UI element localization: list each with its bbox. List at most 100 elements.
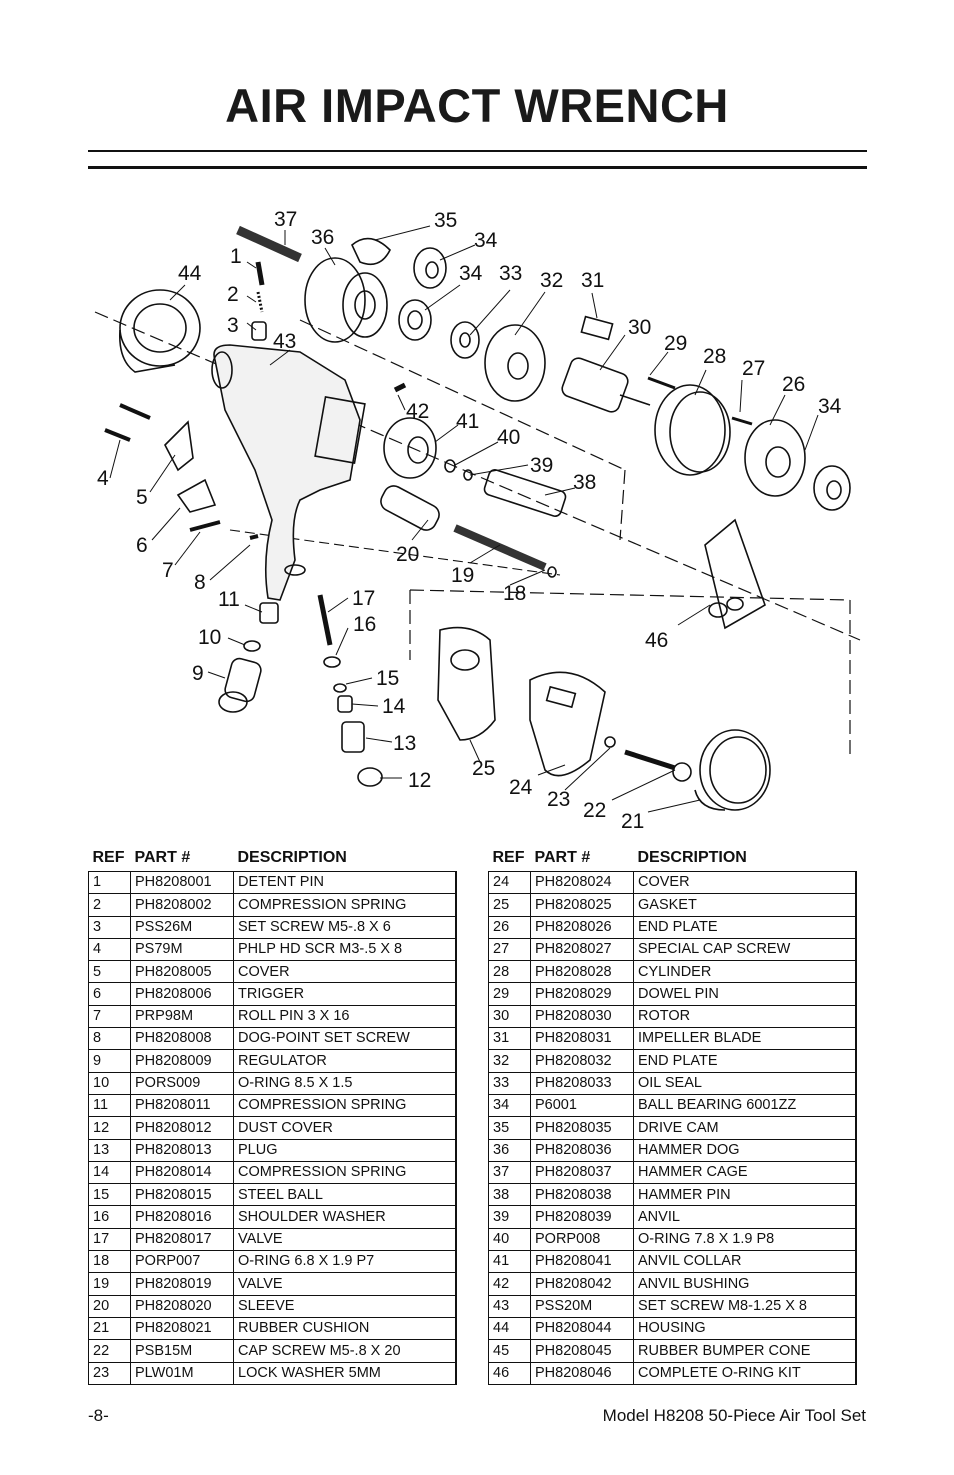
part-number-column-header: PART # — [134, 849, 191, 866]
part-number-cell: PH8208036 — [530, 1138, 634, 1162]
callout-42: 41 — [456, 410, 479, 433]
description-cell: RUBBER CUSHION — [233, 1316, 457, 1341]
callout-33: 33 — [499, 262, 522, 285]
ref-cell: 3 — [88, 915, 131, 939]
ref-cell: 29 — [488, 982, 531, 1006]
part-number-cell: PH8208012 — [130, 1116, 234, 1140]
ref-cell: 9 — [88, 1049, 131, 1073]
description-cell: VALVE — [233, 1227, 457, 1252]
table-header-row: REF PART # DESCRIPTION — [89, 845, 457, 872]
part-number-cell: PH8208009 — [130, 1049, 234, 1073]
ref-cell: 28 — [488, 960, 531, 984]
callout-19: 19 — [451, 564, 474, 587]
ref-cell: 8 — [88, 1027, 131, 1051]
description-cell: HAMMER DOG — [633, 1138, 857, 1162]
ref-cell: 15 — [88, 1183, 131, 1207]
description-cell: ROTOR — [633, 1004, 857, 1029]
part-number-cell: PH8208006 — [130, 982, 234, 1006]
part-number-cell: PH8208017 — [130, 1227, 234, 1252]
callout-24: 24 — [509, 776, 533, 799]
ref-cell: 25 — [488, 893, 531, 917]
ref-cell: 10 — [88, 1071, 131, 1095]
part-number-cell: PH8208045 — [530, 1339, 634, 1363]
callout-46: 46 — [645, 629, 668, 652]
part-number-cell: PORS009 — [130, 1071, 234, 1095]
callout-14: 14 — [382, 695, 406, 718]
ref-cell: 38 — [488, 1183, 531, 1207]
description-cell: COMPRESSION SPRING — [233, 1160, 457, 1185]
part-number-column-header: PART # — [534, 849, 591, 866]
callout-20: 20 — [396, 543, 419, 566]
description-cell: COMPRESSION SPRING — [233, 1093, 457, 1118]
title-rule-top — [88, 150, 867, 152]
part-number-cell: PH8208002 — [130, 893, 234, 917]
ref-cell: 5 — [88, 960, 131, 984]
ref-cell: 32 — [488, 1049, 531, 1073]
ref-cell: 44 — [488, 1316, 531, 1341]
ref-cell: 21 — [88, 1316, 131, 1341]
description-cell: O-RING 6.8 X 1.9 P7 — [233, 1250, 457, 1274]
callout-13: 13 — [393, 732, 416, 755]
description-cell: PLUG — [233, 1138, 457, 1162]
part-number-cell: PH8208005 — [130, 960, 234, 984]
description-cell: DRIVE CAM — [633, 1116, 857, 1140]
part-number-cell: PH8208029 — [530, 982, 634, 1006]
callout-25: 25 — [472, 757, 495, 780]
part-number-cell: PH8208038 — [530, 1183, 634, 1207]
description-cell: ROLL PIN 3 X 16 — [233, 1004, 457, 1029]
callout-29: 29 — [664, 332, 687, 355]
ref-cell: 45 — [488, 1339, 531, 1363]
housing-part — [211, 344, 366, 601]
ref-cell: 33 — [488, 1071, 531, 1095]
part-number-cell: PH8208037 — [530, 1160, 634, 1185]
ref-cell: 30 — [488, 1004, 531, 1029]
callout-35: 34 — [474, 229, 498, 252]
description-cell: OIL SEAL — [633, 1071, 857, 1095]
callout-4: 4 — [97, 467, 109, 490]
part-number-cell: PH8208025 — [530, 893, 634, 917]
description-cell: LOCK WASHER 5MM — [233, 1361, 457, 1385]
description-cell: RUBBER BUMPER CONE — [633, 1339, 857, 1363]
description-cell: BALL BEARING 6001ZZ — [633, 1093, 857, 1118]
callout-30: 30 — [628, 316, 651, 339]
description-cell: END PLATE — [633, 915, 857, 939]
ref-cell: 35 — [488, 1116, 531, 1140]
ref-cell: 23 — [88, 1361, 131, 1385]
part-number-cell: PORP007 — [130, 1250, 234, 1274]
callout-3: 3 — [227, 314, 239, 337]
callout-41: 40 — [497, 426, 520, 449]
part-number-cell: PH8208031 — [530, 1027, 634, 1051]
ref-column-header: REF — [492, 849, 525, 866]
part-number-cell: PSB15M — [130, 1339, 234, 1363]
ref-column-header: REF — [92, 849, 125, 866]
part-number-cell: PH8208046 — [530, 1361, 634, 1385]
callout-18: 18 — [503, 582, 526, 605]
callout-10: 10 — [198, 626, 221, 649]
ref-cell: 31 — [488, 1027, 531, 1051]
ref-cell: 2 — [88, 893, 131, 917]
ref-cell: 42 — [488, 1272, 531, 1296]
